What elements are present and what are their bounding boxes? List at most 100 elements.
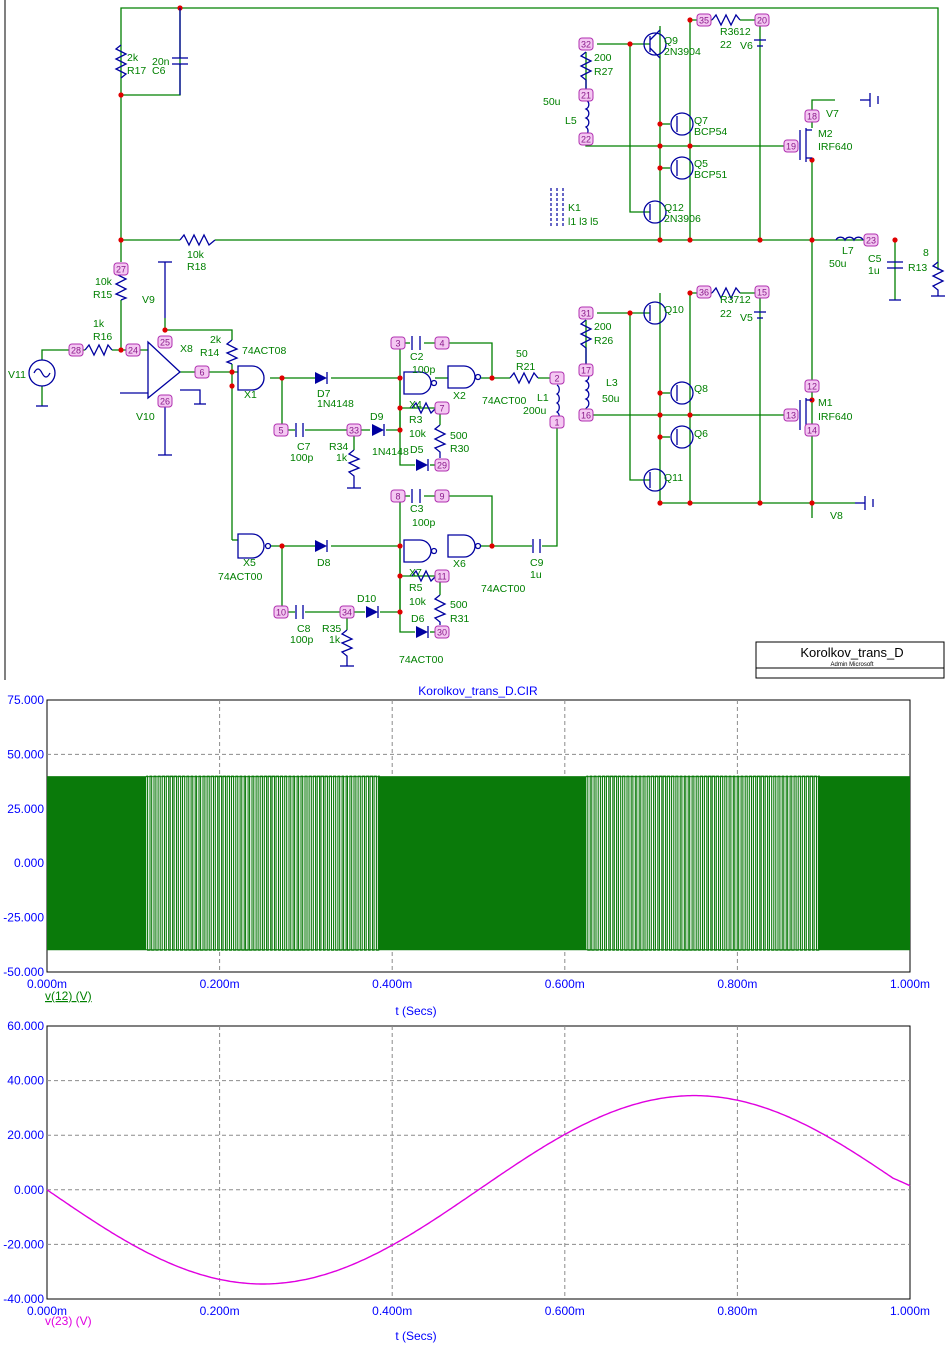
component-value-r21: 50 bbox=[516, 348, 528, 360]
component-label-l1: L1 bbox=[537, 392, 549, 404]
svg-text:3: 3 bbox=[395, 339, 400, 349]
component-label-r30: R30 bbox=[450, 443, 469, 455]
y-tick-label: -25.000 bbox=[3, 911, 44, 925]
component-value-c6: 20n bbox=[152, 56, 170, 68]
component-label-c2: C2 bbox=[410, 351, 424, 363]
x-tick-label: 0.600m bbox=[545, 977, 585, 991]
title-block-author: Admin Microsoft bbox=[830, 662, 873, 668]
component-label-v6: V6 bbox=[740, 40, 753, 52]
component-value-q5: BCP51 bbox=[694, 169, 727, 181]
node-marker-29: 29 bbox=[434, 458, 450, 472]
svg-text:1: 1 bbox=[554, 418, 559, 428]
svg-text:14: 14 bbox=[807, 426, 817, 436]
svg-text:6: 6 bbox=[199, 368, 204, 378]
y-tick-label: 0.000 bbox=[14, 856, 44, 870]
node-marker-31: 31 bbox=[578, 306, 594, 320]
component-value-r34: 1k bbox=[336, 452, 348, 464]
component-label-l7: L7 bbox=[842, 245, 854, 257]
component-label-r15: R15 bbox=[93, 289, 112, 301]
x-tick-label: 0.600m bbox=[545, 1304, 585, 1318]
svg-text:34: 34 bbox=[342, 608, 352, 618]
component-value-c3: 100p bbox=[412, 517, 436, 529]
svg-text:24: 24 bbox=[128, 346, 138, 356]
component-label-r27: R27 bbox=[594, 66, 613, 78]
junction-dots bbox=[118, 5, 898, 615]
component-label-c6: C6 bbox=[152, 65, 166, 77]
node-marker-28: 28 bbox=[68, 343, 84, 357]
component-label-d5: D5 bbox=[410, 444, 424, 456]
chart1-plot bbox=[47, 775, 910, 951]
chart2-grid bbox=[47, 1026, 910, 1299]
node-marker-7: 7 bbox=[434, 401, 450, 415]
svg-text:9: 9 bbox=[439, 492, 444, 502]
chart2-plot bbox=[46, 1094, 911, 1285]
x-tick-label: 0.000m bbox=[27, 1304, 67, 1318]
chart2-frame bbox=[46, 1025, 911, 1300]
node-marker-4: 4 bbox=[434, 336, 450, 350]
component-label-v8: V8 bbox=[830, 510, 843, 522]
component-label-x5: X5 bbox=[243, 557, 256, 569]
title-block: Korolkov_trans_D Admin Microsoft bbox=[755, 641, 945, 679]
component-value-r31: 500 bbox=[450, 599, 468, 611]
y-tick-label: 25.000 bbox=[7, 802, 44, 816]
component-value-r5: 10k bbox=[409, 596, 427, 608]
node-marker-25: 25 bbox=[157, 335, 173, 349]
component-label-m1: M1 bbox=[818, 397, 833, 409]
component-value-v5: 22 bbox=[720, 308, 732, 320]
component-label-d6: D6 bbox=[411, 613, 425, 625]
component-symbols bbox=[28, 8, 945, 667]
component-label-l3: L3 bbox=[606, 377, 618, 389]
x-tick-label: 0.800m bbox=[717, 977, 757, 991]
component-value-r35: 1k bbox=[329, 634, 341, 646]
component-label-c5: C5 bbox=[868, 253, 882, 265]
svg-text:17: 17 bbox=[581, 366, 591, 376]
component-label-r17: R17 bbox=[127, 65, 146, 77]
component-label-d7: D7 bbox=[317, 388, 331, 400]
component-value-r26: 200 bbox=[594, 321, 612, 333]
node-marker-10: 10 bbox=[273, 605, 289, 619]
component-label-c8: C8 bbox=[297, 623, 311, 635]
svg-text:33: 33 bbox=[349, 426, 359, 436]
node-marker-9: 9 bbox=[434, 489, 450, 503]
component-value-l3: 50u bbox=[602, 393, 620, 405]
svg-text:30: 30 bbox=[437, 628, 447, 638]
y-tick-label: 40.000 bbox=[7, 1074, 44, 1088]
component-value-c8: 100p bbox=[290, 634, 314, 646]
svg-text:26: 26 bbox=[160, 397, 170, 407]
node-marker-18: 18 bbox=[804, 109, 820, 123]
y-tick-label: 50.000 bbox=[7, 747, 44, 761]
y-tick-label: -40.000 bbox=[3, 1292, 44, 1306]
svg-text:31: 31 bbox=[581, 309, 591, 319]
node-marker-19: 19 bbox=[783, 139, 799, 153]
svg-text:36: 36 bbox=[699, 288, 709, 298]
svg-text:27: 27 bbox=[116, 265, 126, 275]
component-value-c7: 100p bbox=[290, 452, 314, 464]
svg-text:28: 28 bbox=[71, 346, 81, 356]
schematic-diagram: R172kC620nR1810kR1510kR161kV11X8V9V10R14… bbox=[4, 0, 945, 680]
component-label-x7: X7 bbox=[409, 567, 422, 579]
component-label-r34: R34 bbox=[329, 441, 348, 453]
component-label-c9: C9 bbox=[530, 557, 544, 569]
component-value-r16: 1k bbox=[93, 318, 105, 330]
y-tick-label: 20.000 bbox=[7, 1128, 44, 1142]
component-label-r35: R35 bbox=[322, 623, 341, 635]
component-label-q8: Q8 bbox=[694, 383, 708, 395]
component-label-k1: K1 bbox=[568, 202, 581, 214]
component-label-r37: R37 bbox=[720, 294, 739, 306]
component-label-q5: Q5 bbox=[694, 158, 708, 170]
component-value-l5: 50u bbox=[543, 96, 561, 108]
svg-text:35: 35 bbox=[699, 16, 709, 26]
svg-text:13: 13 bbox=[786, 411, 796, 421]
series-v12-sparse-region-0 bbox=[146, 775, 380, 951]
node-marker-15: 15 bbox=[754, 285, 770, 299]
x-tick-label: 0.200m bbox=[200, 1304, 240, 1318]
svg-text:32: 32 bbox=[581, 40, 591, 50]
component-label-r13: R13 bbox=[908, 262, 927, 274]
svg-text:18: 18 bbox=[807, 112, 817, 122]
component-label-r18: R18 bbox=[187, 261, 206, 273]
wires bbox=[41, 7, 939, 633]
node-marker-27: 27 bbox=[113, 262, 129, 276]
node-marker-24: 24 bbox=[125, 343, 141, 357]
